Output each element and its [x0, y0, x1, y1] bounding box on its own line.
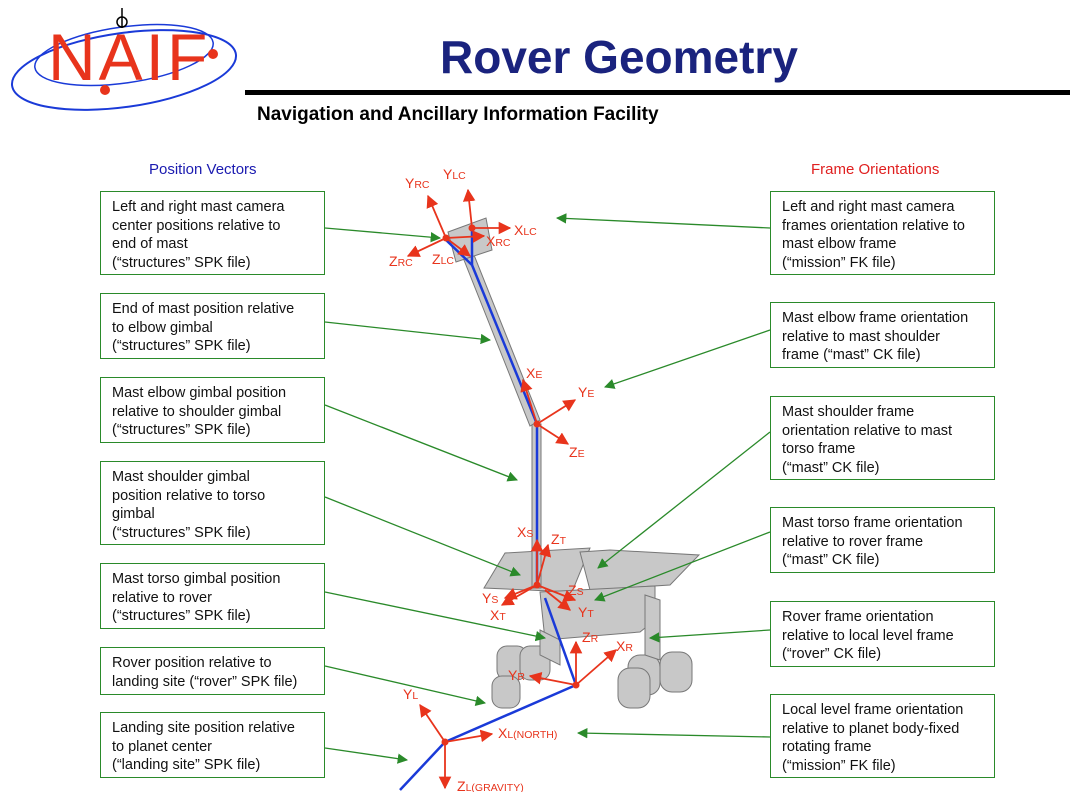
svg-text:XLC: XLC — [514, 222, 537, 238]
svg-text:ZRC: ZRC — [389, 253, 413, 269]
naif-logo: NAIF — [10, 8, 238, 111]
svg-text:YRC: YRC — [405, 175, 430, 191]
right-column-heading: Frame Orientations — [811, 161, 940, 178]
svg-text:XE: XE — [526, 365, 542, 381]
position-vectors — [399, 228, 578, 791]
axis-labels: YRC YLC XLC XRC ZRC ZLC XE YE ZE XS ZT Z… — [389, 166, 633, 792]
svg-text:ZS: ZS — [568, 582, 584, 598]
svg-text:XT: XT — [490, 607, 506, 623]
svg-text:XRC: XRC — [486, 233, 511, 249]
frame-axes — [406, 188, 617, 790]
svg-text:ZE: ZE — [569, 444, 585, 460]
title-rule — [245, 90, 1070, 95]
svg-text:YLC: YLC — [443, 166, 466, 182]
svg-text:ZR: ZR — [582, 629, 599, 645]
logo-text: NAIF — [48, 20, 210, 94]
svg-text:YS: YS — [482, 590, 498, 606]
svg-text:YL: YL — [403, 686, 418, 702]
svg-text:ZT: ZT — [551, 531, 567, 547]
svg-text:XS: XS — [517, 524, 533, 540]
svg-text:ZL(GRAVITY): ZL(GRAVITY) — [457, 778, 524, 792]
svg-text:YR: YR — [508, 667, 525, 683]
svg-text:XR: XR — [616, 638, 633, 654]
svg-text:XL(NORTH): XL(NORTH) — [498, 725, 557, 741]
svg-text:YT: YT — [578, 604, 594, 620]
page-title: Rover Geometry — [440, 31, 798, 83]
svg-text:ZLC: ZLC — [432, 251, 454, 267]
right-leader-lines — [555, 213, 771, 739]
svg-text:YE: YE — [578, 384, 594, 400]
frame-origins — [441, 224, 580, 746]
page-subtitle: Navigation and Ancillary Information Fac… — [257, 104, 659, 125]
left-column-heading: Position Vectors — [149, 161, 257, 178]
left-leader-lines — [324, 227, 547, 764]
